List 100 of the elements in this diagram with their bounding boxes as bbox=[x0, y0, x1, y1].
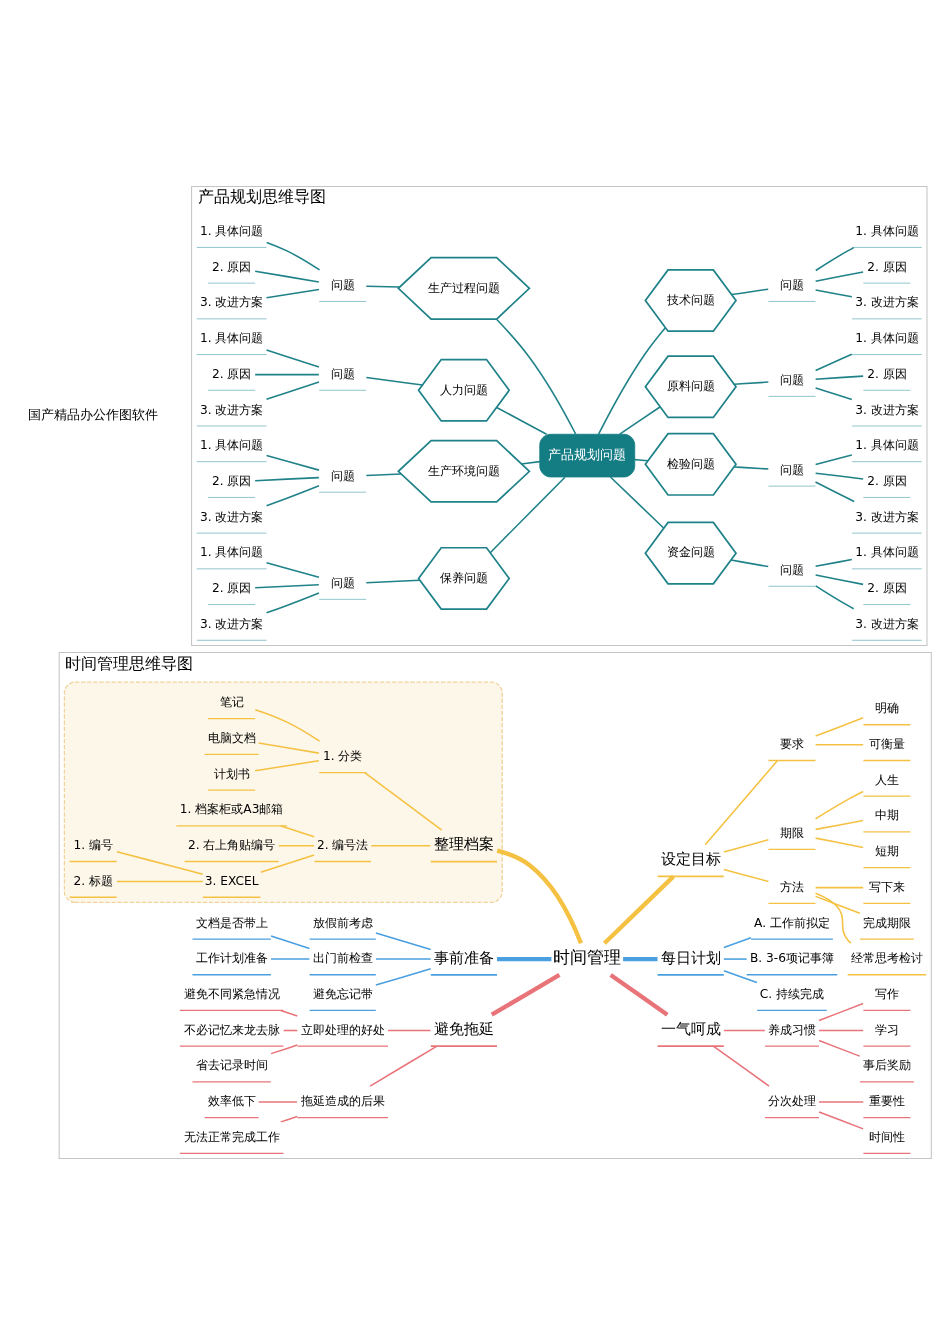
connector bbox=[497, 956, 552, 961]
connector bbox=[375, 931, 432, 950]
connector bbox=[369, 1045, 438, 1087]
connector bbox=[257, 741, 320, 754]
connector bbox=[254, 373, 320, 375]
node-text: 设定目标 bbox=[660, 849, 721, 867]
node-text: 要求 bbox=[779, 736, 804, 751]
node-text: 写作 bbox=[874, 986, 899, 1001]
connector bbox=[609, 972, 669, 1016]
connector bbox=[254, 708, 321, 742]
connector bbox=[278, 844, 315, 847]
node-text: 短期 bbox=[874, 843, 899, 858]
connector bbox=[254, 759, 320, 772]
connector bbox=[814, 891, 852, 944]
node-text: 1. 具体问题 bbox=[855, 437, 919, 452]
node-text: 3. 改进方案 bbox=[199, 509, 264, 524]
node-text: 经常思考检讨 bbox=[850, 950, 923, 965]
connector bbox=[634, 458, 649, 461]
node-text: 1. 具体问题 bbox=[855, 223, 919, 238]
connector bbox=[495, 406, 548, 435]
connector bbox=[814, 288, 853, 298]
connector bbox=[818, 1002, 864, 1021]
node-text: 中期 bbox=[874, 807, 899, 822]
connector bbox=[818, 1029, 864, 1031]
connector bbox=[259, 853, 315, 873]
connector bbox=[257, 1100, 298, 1103]
node-text: 写下来 bbox=[868, 879, 905, 894]
node-text: 1. 具体问题 bbox=[855, 544, 919, 559]
node-text: 1. 分类 bbox=[322, 748, 363, 763]
node-text: 1. 具体问题 bbox=[199, 437, 264, 452]
connector bbox=[490, 972, 561, 1017]
node-text: 避免拖延 bbox=[433, 1019, 494, 1037]
connector bbox=[609, 475, 665, 529]
connector bbox=[375, 957, 432, 960]
connector bbox=[495, 317, 577, 435]
connector bbox=[116, 880, 204, 882]
node-text: 事前准备 bbox=[433, 948, 494, 966]
connector bbox=[814, 743, 864, 746]
node-text: 无法正常完成工作 bbox=[183, 1129, 280, 1144]
connector bbox=[814, 573, 864, 585]
connector bbox=[265, 348, 320, 368]
node-text: 效率低下 bbox=[207, 1093, 256, 1108]
node-text: C. 持续完成 bbox=[759, 986, 825, 1001]
connector bbox=[733, 380, 770, 385]
node-text: 3. 改进方案 bbox=[855, 509, 919, 524]
connector bbox=[265, 591, 320, 614]
node-text: 3. 改进方案 bbox=[199, 616, 264, 631]
connector bbox=[254, 583, 320, 589]
node-text: 2. 原因 bbox=[211, 580, 252, 595]
connector bbox=[723, 1029, 766, 1031]
node-text: 重要性 bbox=[868, 1093, 905, 1108]
connector bbox=[623, 956, 658, 961]
node-text: 问题 bbox=[779, 277, 804, 292]
node-box: 产品规划问题 bbox=[539, 433, 636, 477]
node-text: 不必记忆来龙去脉 bbox=[183, 1022, 280, 1037]
node-text: 问题 bbox=[779, 562, 804, 577]
connector bbox=[270, 1043, 299, 1054]
label: 国产精品办公作图软件 bbox=[28, 406, 159, 422]
connector bbox=[265, 561, 320, 578]
node-text: 文档是否带上 bbox=[195, 915, 268, 930]
connector bbox=[280, 1115, 299, 1123]
connector bbox=[814, 584, 855, 609]
connector bbox=[814, 386, 853, 400]
node-text: 1. 具体问题 bbox=[855, 330, 919, 345]
connector bbox=[254, 269, 320, 283]
node-text: 事后奖励 bbox=[862, 1057, 911, 1072]
node-text: 工作计划准备 bbox=[195, 950, 268, 965]
connector bbox=[814, 790, 864, 820]
connector bbox=[265, 288, 320, 299]
node-text: 明确 bbox=[874, 700, 899, 715]
connector bbox=[270, 957, 311, 960]
node-text: 问题 bbox=[330, 366, 355, 381]
node-text: 人生 bbox=[874, 772, 899, 787]
cluster bbox=[63, 680, 503, 903]
connector bbox=[265, 484, 320, 506]
node-text: 时间性 bbox=[868, 1129, 905, 1144]
connector bbox=[814, 819, 864, 830]
node-text: 整理档案 bbox=[433, 834, 494, 852]
node-text: 2. 原因 bbox=[867, 366, 907, 381]
node-text: 2. 原因 bbox=[211, 366, 252, 381]
node-text: 立即处理的好处 bbox=[300, 1022, 385, 1037]
node-text: 2. 原因 bbox=[211, 473, 252, 488]
connector bbox=[814, 716, 864, 737]
connector bbox=[387, 1029, 432, 1031]
node-text: 可衡量 bbox=[868, 736, 905, 751]
connector bbox=[814, 558, 853, 567]
connector bbox=[375, 967, 432, 986]
node-text: 3. 改进方案 bbox=[199, 294, 264, 309]
connector bbox=[712, 1045, 770, 1087]
connector bbox=[370, 844, 432, 847]
node-text: 放假前考虑 bbox=[312, 915, 373, 930]
node-text: 1. 档案柜或A3邮箱 bbox=[179, 801, 284, 816]
connector bbox=[254, 476, 320, 481]
node-text: 时间管理 bbox=[553, 947, 622, 967]
node-text: 养成习惯 bbox=[767, 1022, 816, 1037]
connector bbox=[723, 838, 770, 853]
connector bbox=[814, 471, 864, 480]
node-text: 问题 bbox=[779, 462, 804, 477]
connector bbox=[520, 460, 541, 465]
node-text: 避免不同紧急情况 bbox=[183, 986, 280, 1001]
